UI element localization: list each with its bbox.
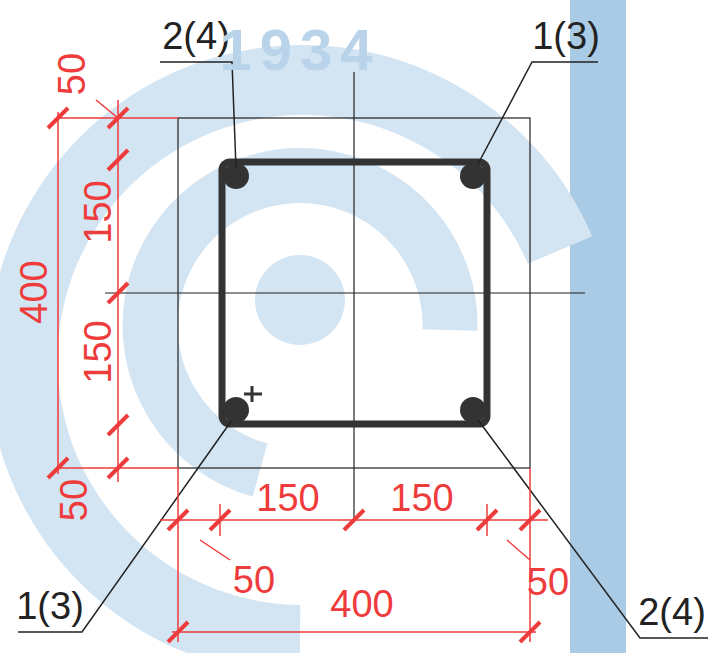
dimension-line xyxy=(58,100,548,642)
dimension-text: 150 xyxy=(256,479,319,517)
dimension-text: 150 xyxy=(390,479,453,517)
stirrup xyxy=(222,162,487,424)
dimension-text: 150 xyxy=(79,320,117,383)
watermark-swirl xyxy=(23,80,560,640)
dimension-text: 400 xyxy=(15,260,53,323)
callout-number: 2(4) xyxy=(638,593,706,631)
axis-line xyxy=(353,72,354,520)
callout-number: 1(3) xyxy=(532,17,600,55)
watermark-text: 1934 xyxy=(219,21,380,79)
axis-line xyxy=(105,292,585,293)
dimension-text: 150 xyxy=(79,180,117,243)
dimension-text: 50 xyxy=(527,563,569,601)
rebar xyxy=(223,163,486,423)
callout-number: 1(3) xyxy=(16,587,84,625)
leader-line xyxy=(18,62,708,638)
dimension-tick xyxy=(48,108,540,642)
dimension-text: 400 xyxy=(330,585,393,623)
dimension-text: 50 xyxy=(55,479,93,521)
watermark-dot xyxy=(255,255,345,345)
stirrup-hook xyxy=(244,386,262,402)
dimension-text: 50 xyxy=(233,561,275,599)
dimension-text: 50 xyxy=(53,53,91,95)
